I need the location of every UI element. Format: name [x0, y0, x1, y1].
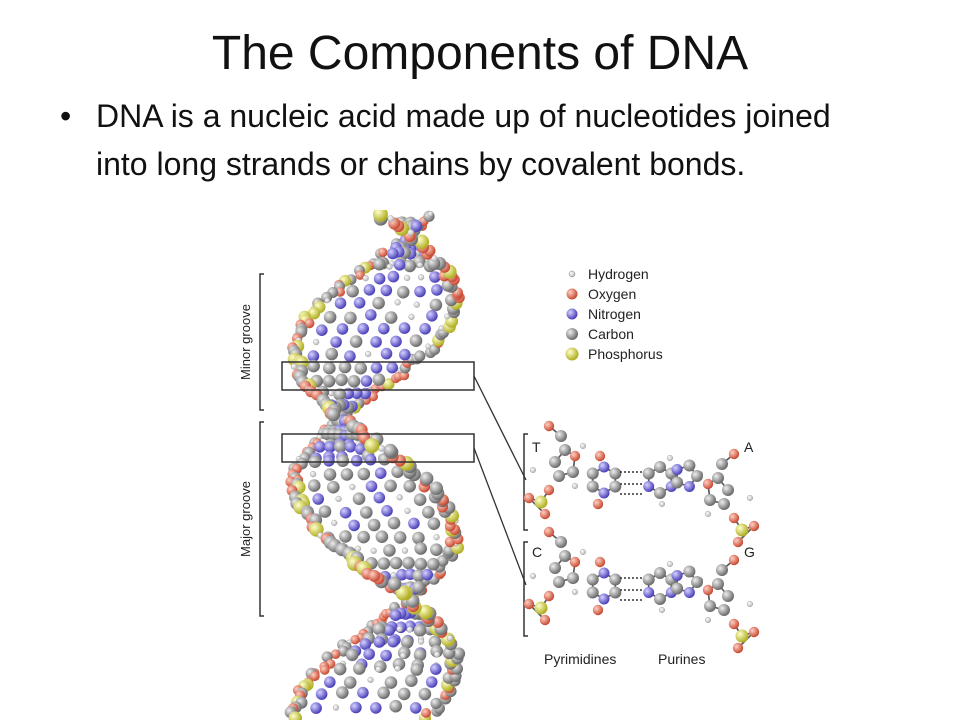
- legend-label-hydrogen: Hydrogen: [588, 266, 649, 282]
- atom-legend: Hydrogen Oxygen Nitrogen Carbon Phosphor…: [565, 266, 663, 362]
- legend-nitrogen-icon: [566, 308, 578, 320]
- major-groove-label: Major groove: [238, 481, 253, 557]
- slide-title: The Components of DNA: [211, 27, 749, 80]
- legend-carbon-icon: [566, 328, 578, 340]
- legend-phosphorus-icon: [565, 347, 579, 361]
- legend-oxygen-icon: [566, 288, 578, 300]
- minor-groove-label: Minor groove: [238, 304, 253, 380]
- purines-label: Purines: [658, 651, 705, 667]
- legend-label-phosphorus: Phosphorus: [588, 346, 663, 362]
- bullet-point: • DNA is a nucleic acid made up of nucle…: [60, 92, 890, 188]
- bullet-text: DNA is a nucleic acid made up of nucleot…: [96, 98, 831, 182]
- major-groove-bracket: [259, 421, 264, 617]
- minor-groove-bracket: [259, 273, 264, 411]
- legend-label-oxygen: Oxygen: [588, 286, 636, 302]
- bullet-marker: •: [60, 98, 72, 134]
- legend-label-carbon: Carbon: [588, 326, 634, 342]
- base-label-t: T: [532, 439, 541, 455]
- dna-double-helix: [284, 210, 466, 720]
- base-label-g: G: [744, 544, 755, 560]
- base-pair-closeups: [523, 420, 760, 654]
- base-label-c: C: [532, 544, 542, 560]
- dna-figure: Minor groove Major groove Hydrogen Oxyge…: [238, 210, 760, 720]
- pyrimidines-label: Pyrimidines: [544, 651, 616, 667]
- pair-brackets: [523, 433, 528, 637]
- legend-hydrogen-icon: [568, 270, 576, 278]
- base-label-a: A: [744, 439, 754, 455]
- zoom-connector-lines: [473, 375, 527, 586]
- legend-label-nitrogen: Nitrogen: [588, 306, 641, 322]
